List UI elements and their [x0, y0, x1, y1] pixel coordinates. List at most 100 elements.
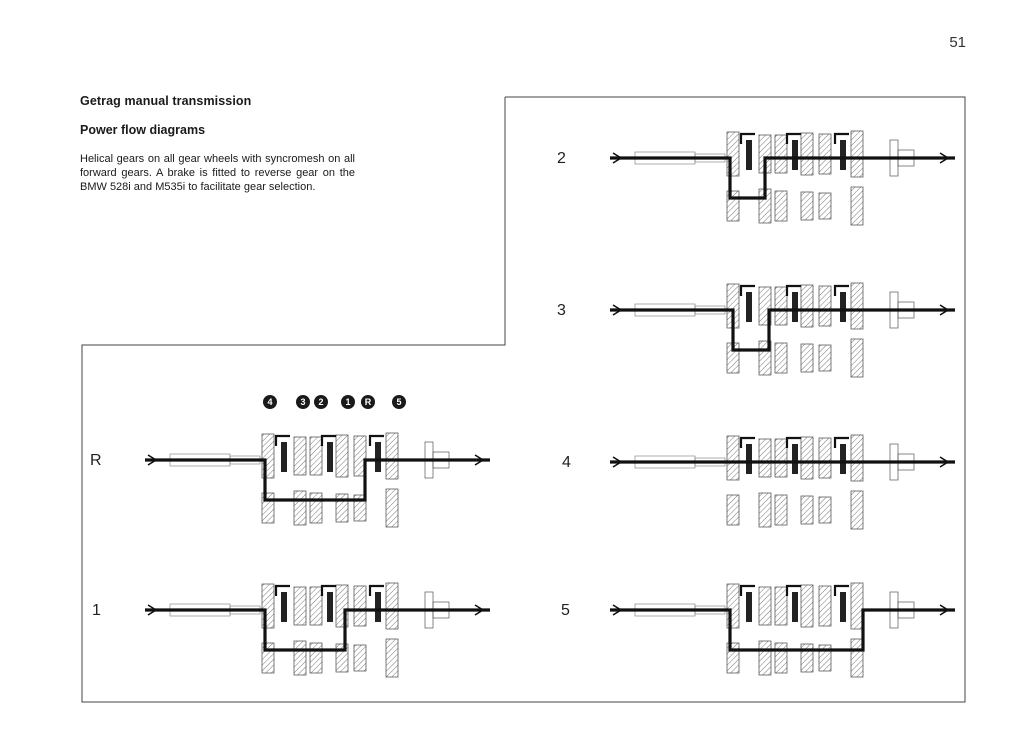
gear-label-2: 2	[557, 150, 566, 167]
counter-gear	[309, 642, 323, 674]
counter-gear	[800, 191, 814, 221]
power-flow-diagram-1	[145, 582, 490, 678]
main-gear	[800, 436, 814, 480]
callout-gear-5: 5	[392, 395, 406, 409]
counter-gear	[800, 643, 814, 673]
power-flow-diagram-r	[145, 432, 490, 528]
counter-gear	[293, 490, 307, 526]
counter-gear	[385, 488, 399, 528]
syncro-sleeve	[792, 444, 798, 474]
page-title: Getrag manual transmission	[80, 94, 252, 108]
syncro-sleeve	[746, 444, 752, 474]
main-gear	[818, 133, 832, 175]
counter-gear	[774, 342, 788, 374]
gear-label-5: 5	[561, 602, 570, 619]
counter-gear	[850, 638, 864, 678]
main-gear	[850, 282, 864, 330]
counter-gear	[385, 638, 399, 678]
counter-gear	[774, 642, 788, 674]
power-flow-diagram-5	[610, 582, 955, 678]
main-gear	[774, 134, 788, 174]
shift-fork	[368, 434, 384, 446]
gear-label-3: 3	[557, 302, 566, 319]
power-flow-diagram-4	[610, 434, 955, 530]
syncro-sleeve	[375, 442, 381, 472]
main-gear	[818, 585, 832, 627]
callout-gear-2: 2	[314, 395, 328, 409]
syncro-sleeve	[746, 292, 752, 322]
counter-gear	[850, 338, 864, 378]
shift-fork	[320, 584, 336, 596]
output-arrow	[939, 304, 950, 316]
shift-fork	[274, 584, 290, 596]
main-gear	[774, 286, 788, 326]
power-flow-line	[610, 308, 955, 352]
counter-gear	[774, 494, 788, 526]
power-flow-line	[145, 608, 490, 652]
input-arrow	[612, 304, 623, 316]
shift-fork	[785, 284, 801, 296]
main-gear	[774, 586, 788, 626]
power-flow-line	[145, 458, 490, 502]
syncro-sleeve	[327, 442, 333, 472]
counter-gear	[850, 490, 864, 530]
main-gear	[800, 132, 814, 176]
gear-label-r: R	[90, 452, 102, 469]
shift-fork	[739, 132, 755, 144]
output-arrow	[939, 152, 950, 164]
syncro-sleeve	[281, 442, 287, 472]
shift-fork	[739, 284, 755, 296]
shift-fork	[368, 584, 384, 596]
callout-gear-1: 1	[341, 395, 355, 409]
counter-gear	[800, 495, 814, 525]
output-arrow	[939, 456, 950, 468]
main-gear	[850, 434, 864, 482]
counter-gear	[726, 494, 740, 526]
shift-fork	[833, 436, 849, 448]
main-gear	[800, 284, 814, 328]
syncro-sleeve	[840, 140, 846, 170]
page-subtitle: Power flow diagrams	[80, 123, 206, 137]
power-flow-diagram-2	[610, 130, 955, 226]
main-gear	[293, 586, 307, 626]
main-gear	[726, 435, 740, 481]
main-gear	[353, 435, 367, 477]
input-arrow	[147, 454, 158, 466]
power-flow-line	[610, 156, 955, 200]
counter-gear	[309, 492, 323, 524]
power-flow-diagram-3	[610, 282, 955, 378]
main-gear	[309, 436, 323, 476]
shift-fork	[833, 132, 849, 144]
syncro-sleeve	[792, 592, 798, 622]
counter-gear	[758, 640, 772, 676]
syncro-sleeve	[746, 592, 752, 622]
counter-gear	[293, 640, 307, 676]
shift-fork	[739, 436, 755, 448]
shift-fork	[739, 584, 755, 596]
shift-fork	[785, 584, 801, 596]
main-gear	[385, 582, 399, 630]
gear-label-1: 1	[92, 602, 101, 619]
main-gear	[758, 586, 772, 626]
main-gear	[385, 432, 399, 480]
syncro-sleeve	[281, 592, 287, 622]
callout-gear-3: 3	[296, 395, 310, 409]
syncro-sleeve	[746, 140, 752, 170]
counter-gear	[335, 493, 349, 523]
counter-gear	[818, 192, 832, 220]
page-number: 51	[949, 34, 966, 51]
counter-gear	[758, 492, 772, 528]
shift-fork	[833, 284, 849, 296]
main-gear	[758, 438, 772, 478]
main-gear	[335, 434, 349, 478]
main-gear	[818, 437, 832, 479]
syncro-sleeve	[840, 592, 846, 622]
shift-fork	[320, 434, 336, 446]
main-gear	[774, 438, 788, 478]
main-gear	[293, 436, 307, 476]
shift-fork	[833, 584, 849, 596]
main-gear	[850, 582, 864, 630]
main-gear	[353, 585, 367, 627]
syncro-sleeve	[840, 444, 846, 474]
